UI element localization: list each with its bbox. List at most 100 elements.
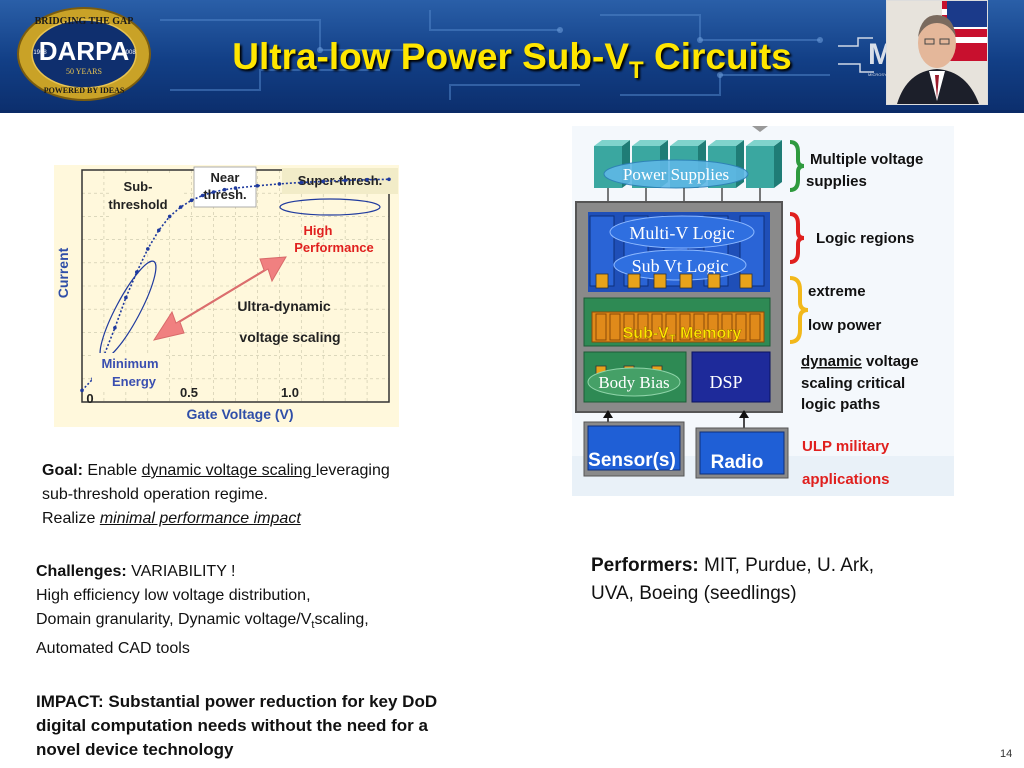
iv-curve-chart: Sub- threshold Near thresh. Super-thresh… xyxy=(54,165,399,427)
challenge-line-3: Domain granularity, Dynamic voltage/Vtsc… xyxy=(36,608,506,637)
iv-curve-point xyxy=(124,295,128,300)
memory-cells xyxy=(595,313,761,341)
subthreshold-box xyxy=(109,175,181,217)
label-dynamic-line: dynamic voltage xyxy=(801,353,919,370)
iv-curve-point xyxy=(157,228,161,233)
tick-1-0: 1.0 xyxy=(281,385,299,400)
soc-architecture-diagram: Power Supplies Multi-V Logic Sub Vt Logi… xyxy=(572,126,954,496)
tick-0: 0 xyxy=(86,391,93,406)
label-supplies: supplies xyxy=(806,173,867,190)
iv-curve-point xyxy=(189,198,194,202)
impact-line-1: IMPACT: Substantial power reduction for … xyxy=(36,692,438,711)
iv-curve-point xyxy=(343,178,347,183)
min-energy-box xyxy=(92,353,166,391)
iv-curve-point xyxy=(365,177,369,182)
impact-block: IMPACT: Substantial power reduction for … xyxy=(36,690,556,762)
performers-block: Performers: MIT, Purdue, U. Ark, UVA, Bo… xyxy=(591,552,971,608)
sensors-label: Sensor(s) xyxy=(588,450,676,471)
header-divider xyxy=(0,110,1024,113)
multi-v-oval xyxy=(609,215,755,249)
logo-main-text: DARPA xyxy=(39,36,130,66)
slide-title: Ultra-low Power Sub-VT Circuits xyxy=(0,36,1024,84)
body-bias-label: Body Bias xyxy=(598,373,669,392)
performers-line-1-tail: MIT, Purdue, U. Ark, xyxy=(698,555,874,576)
memory-brace xyxy=(789,276,809,344)
iv-curve-point xyxy=(167,214,172,219)
performers-label: Performers: xyxy=(591,555,699,576)
challenge-line-2: High efficiency low voltage distribution… xyxy=(36,587,311,604)
label-applications: applications xyxy=(802,471,890,488)
impact-line-3: novel device technology xyxy=(36,740,234,759)
label-super-thresh: Super-thresh. xyxy=(298,173,383,188)
iv-curve-point xyxy=(222,187,227,192)
goal-block: Goal: Enable dynamic voltage scaling lev… xyxy=(42,459,512,531)
iv-curve-point xyxy=(299,180,304,185)
top-arrow-tip xyxy=(752,126,768,132)
sensor-arrow-head xyxy=(603,410,613,418)
iv-curve-point xyxy=(146,247,150,251)
dsp-label: DSP xyxy=(709,372,742,392)
label-extreme: extreme xyxy=(808,283,866,300)
dsp-block xyxy=(691,351,771,403)
iv-curve-point xyxy=(178,205,183,209)
power-supplies-label: Power Supplies xyxy=(623,165,729,184)
goal-text-1: Enable xyxy=(82,462,142,479)
logo-top-text: BRIDGING THE GAP xyxy=(35,16,134,27)
iv-curve-point xyxy=(200,193,205,198)
logic-brace xyxy=(789,212,805,264)
body-bias-oval xyxy=(587,367,681,397)
challenges-label: Challenges: xyxy=(36,563,127,580)
label-ulp-military: ULP military xyxy=(802,438,890,455)
label-logic-paths: logic paths xyxy=(801,396,880,413)
label-multiple-voltage: Multiple voltage xyxy=(810,151,923,168)
tick-0-5: 0.5 xyxy=(180,385,198,400)
multi-v-logic-label: Multi-V Logic xyxy=(629,223,734,243)
supplies-brace xyxy=(789,140,805,192)
iv-curve-point xyxy=(277,182,282,186)
impact-line-2: digital computation needs without the ne… xyxy=(36,716,428,735)
page-number: 14 xyxy=(1000,748,1013,760)
challenge-line-3-sub: t xyxy=(311,619,315,632)
label-energy: Energy xyxy=(112,374,157,389)
iv-curve-point xyxy=(387,177,391,182)
goal-line-1: Goal: Enable dynamic voltage scaling lev… xyxy=(42,459,512,483)
sub-vt-logic-label: Sub Vt Logic xyxy=(632,256,729,276)
iv-curve-point xyxy=(113,326,117,330)
challenge-line-1: Challenges: VARIABILITY ! xyxy=(36,560,506,584)
iv-curve-point xyxy=(321,179,326,184)
logo-year-left: 1958 xyxy=(33,50,47,56)
label-voltage-scaling: voltage scaling xyxy=(239,329,340,345)
goal-link: dynamic voltage scaling xyxy=(141,462,316,479)
logo-bottom-text: POWERED BY IDEAS xyxy=(44,86,125,95)
near-thresh-box xyxy=(193,166,257,208)
chart-svg: Sub- threshold Near thresh. Super-thresh… xyxy=(54,165,399,427)
label-sub: Sub- xyxy=(124,179,153,194)
sensor-block xyxy=(587,425,681,471)
label-high: High xyxy=(304,223,333,238)
title-tail: Circuits xyxy=(643,36,792,77)
goal-line-3: Realize minimal performance impact xyxy=(42,507,512,531)
memory-label-b: Memory xyxy=(676,325,742,342)
performers-line-1: Performers: MIT, Purdue, U. Ark, xyxy=(591,552,971,580)
label-logic-regions: Logic regions xyxy=(816,230,914,247)
iv-curve-line xyxy=(81,178,390,391)
radio-label: Radio xyxy=(711,452,764,473)
label-dynamic-word: dynamic xyxy=(801,353,862,370)
logo-middle-text: 50 YEARS xyxy=(66,67,102,76)
chart-xlabel: Gate Voltage (V) xyxy=(186,406,293,422)
challenge-line-4: Automated CAD tools xyxy=(36,640,190,658)
goal-line-2: sub-threshold operation regime. xyxy=(42,486,268,503)
high-perf-ellipse xyxy=(279,198,381,216)
label-dynamic-rest: voltage xyxy=(862,353,919,370)
darpa-logo: BRIDGING THE GAP DARPA 1958 2008 50 YEAR… xyxy=(17,7,151,101)
power-supplies-oval xyxy=(603,159,749,189)
iv-curve-point xyxy=(255,184,260,188)
label-performance: Performance xyxy=(294,240,373,255)
memory-bar xyxy=(591,311,765,343)
logo-year-right: 2008 xyxy=(122,50,136,56)
radio-arrow-up xyxy=(739,410,749,418)
arch-svg: Power Supplies Multi-V Logic Sub Vt Logi… xyxy=(572,126,954,496)
label-threshold: threshold xyxy=(108,197,167,212)
chart-ylabel: Current xyxy=(55,247,71,298)
title-subscript: T xyxy=(629,57,644,84)
